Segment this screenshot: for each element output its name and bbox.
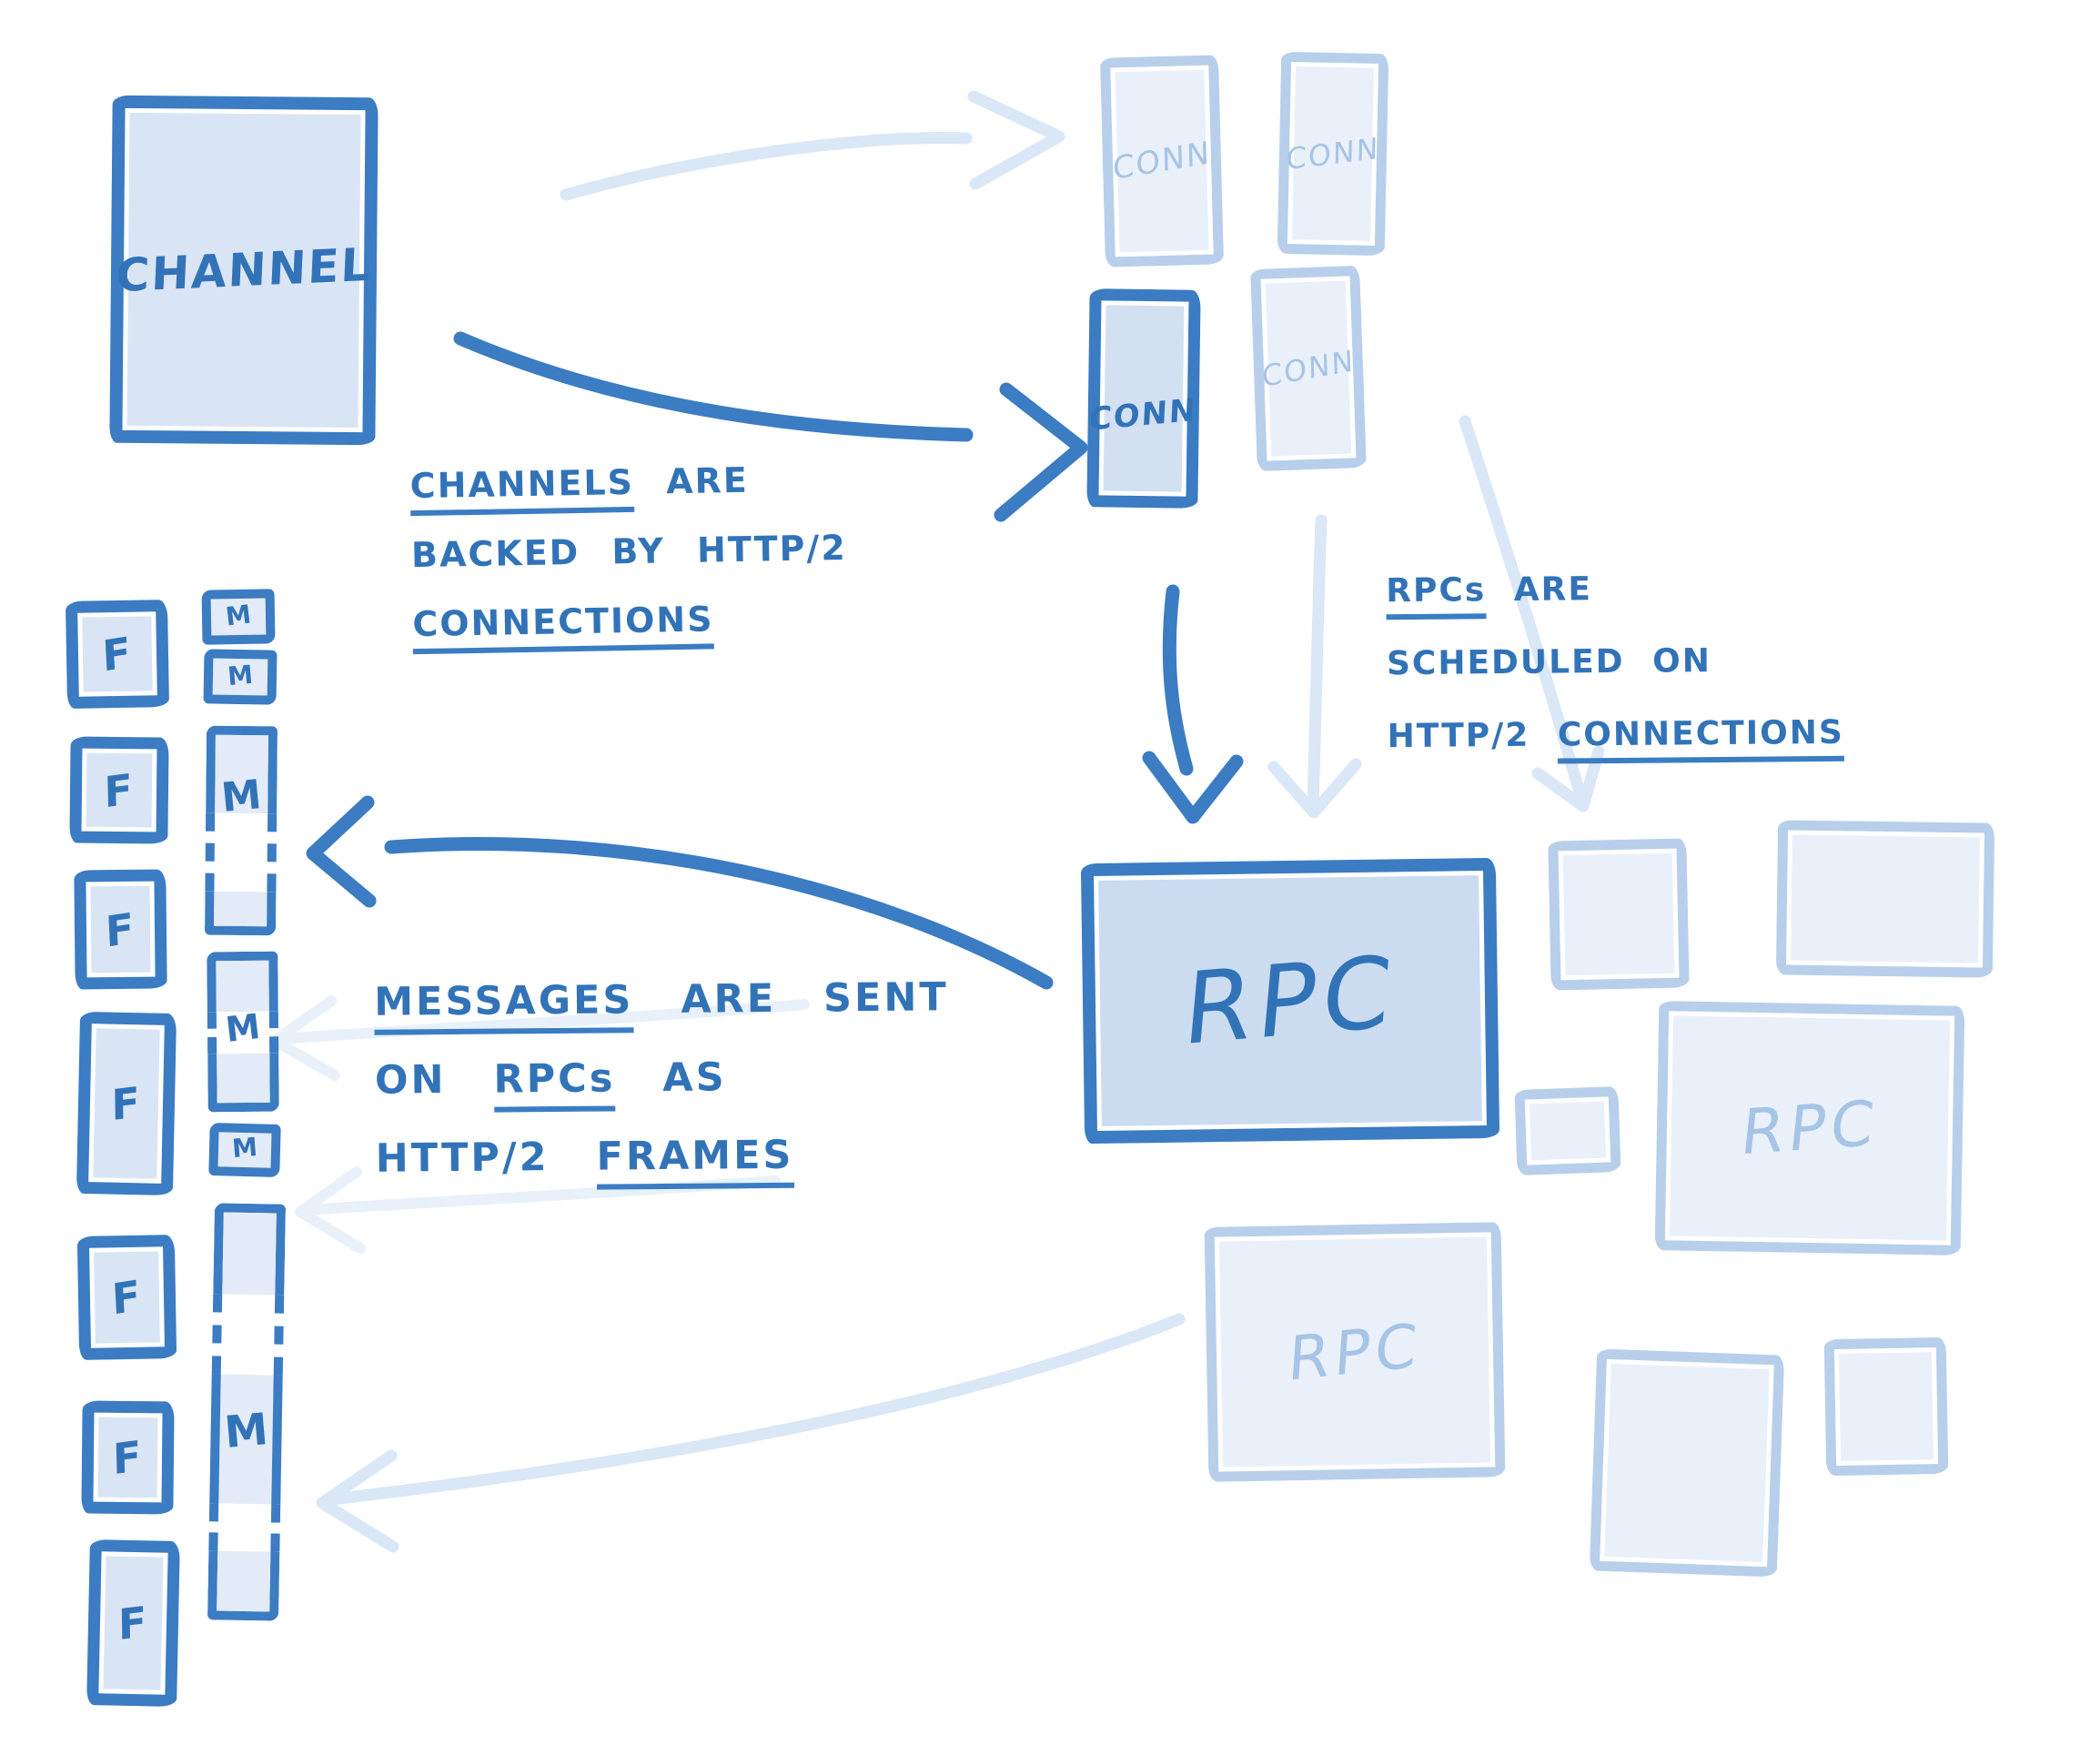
conn-to-rpc-ghost-arrow-1 bbox=[1267, 514, 1362, 819]
message-label-5: M bbox=[230, 1131, 259, 1165]
rpc-label-active: RPC bbox=[1178, 934, 1402, 1067]
rpc-box-faded-small-3 bbox=[1589, 1348, 1785, 1578]
conn-to-rpc-arrow bbox=[1142, 584, 1244, 824]
rpc-box-active: RPC bbox=[1080, 857, 1500, 1145]
note-channels-line-2: BACKED BY HTTP/2 bbox=[410, 527, 848, 576]
note-rpcs-line-2: SCHEDULED ON bbox=[1386, 642, 1712, 683]
rpc-to-frames-ghost-arrow bbox=[316, 1313, 1186, 1553]
rpc-box-faded-tiny bbox=[1514, 1086, 1621, 1175]
channel-box: CHANNEL bbox=[109, 95, 379, 446]
frame-box-1: F bbox=[65, 600, 170, 709]
note-rpcs-line-1: RPCs ARE bbox=[1386, 551, 1843, 628]
message-box-4: M bbox=[207, 951, 279, 1113]
conn-box-active: CONN bbox=[1086, 288, 1201, 509]
message-box-1: M bbox=[201, 589, 276, 645]
conn-box-faded-3: CONN bbox=[1250, 265, 1367, 472]
frame-box-3: F bbox=[74, 869, 167, 990]
frame-label-5: F bbox=[110, 1270, 144, 1325]
frame-box-7: F bbox=[86, 1538, 180, 1708]
channel-to-conn-ghost-arrow bbox=[560, 90, 1065, 201]
message-label-4: M bbox=[223, 1006, 263, 1051]
rpc-label-faded-2: RPC bbox=[1286, 1309, 1424, 1395]
frame-label-7: F bbox=[117, 1596, 149, 1650]
frame-box-5: F bbox=[76, 1235, 177, 1360]
frame-label-6: F bbox=[112, 1430, 144, 1485]
note-channels: CHANNELS ARE BACKED BY HTTP/2 CONNECTION… bbox=[409, 444, 849, 659]
frame-label-2: F bbox=[103, 763, 136, 817]
conn-box-faded-2: CONN bbox=[1277, 51, 1389, 257]
note-messages-line-3: HTTP/2 FRAMES bbox=[375, 1115, 950, 1198]
note-messages-line-2: ON RPCs AS bbox=[375, 1036, 950, 1120]
message-box-6: M bbox=[207, 1203, 286, 1621]
conn-label-faded-1: CONN bbox=[1112, 134, 1212, 188]
frame-box-4: F bbox=[76, 1011, 177, 1196]
message-box-5: M bbox=[208, 1122, 281, 1178]
note-messages: MESSAGES ARE SENT ON RPCs AS HTTP/2 FRAM… bbox=[374, 958, 951, 1198]
frame-box-6: F bbox=[81, 1400, 175, 1515]
message-box-3: M bbox=[204, 725, 278, 936]
channel-label: CHANNEL bbox=[115, 237, 373, 303]
conn-label-active: CONN bbox=[1087, 391, 1198, 439]
note-rpcs-line-3: HTTP/2 CONNECTIONS bbox=[1387, 697, 1845, 773]
message-box-2: M bbox=[203, 649, 278, 705]
message-label-6: M bbox=[222, 1404, 270, 1458]
conn-label-faded-2: CONN bbox=[1286, 130, 1380, 177]
note-messages-line-1: MESSAGES ARE SENT bbox=[374, 958, 949, 1042]
frame-label-1: F bbox=[101, 627, 134, 681]
message-label-2: M bbox=[226, 659, 255, 692]
conn-box-faded-1: CONN bbox=[1100, 55, 1224, 267]
frame-label-3: F bbox=[104, 902, 137, 957]
rpc-to-frames-arrow bbox=[306, 795, 1054, 990]
note-rpcs: RPCs ARE SCHEDULED ON HTTP/2 CONNECTIONS bbox=[1386, 551, 1845, 773]
note-channels-line-1: CHANNELS ARE bbox=[409, 444, 846, 520]
note-channels-line-3: CONNECTIONS bbox=[411, 582, 849, 659]
rpc-box-faded-small-4 bbox=[1823, 1336, 1949, 1477]
rpc-box-faded-small-1 bbox=[1548, 838, 1690, 991]
rpc-label-faded-1: RPC bbox=[1737, 1086, 1883, 1170]
rpc-box-faded-labeled-2: RPC bbox=[1204, 1222, 1506, 1482]
frame-box-2: F bbox=[69, 736, 169, 844]
frame-label-4: F bbox=[111, 1076, 142, 1131]
message-label-3: M bbox=[219, 772, 264, 822]
conn-label-faded-3: CONN bbox=[1261, 342, 1356, 395]
rpc-box-faded-small-2 bbox=[1775, 820, 1995, 978]
rpc-box-faded-labeled-1: RPC bbox=[1654, 1001, 1965, 1256]
